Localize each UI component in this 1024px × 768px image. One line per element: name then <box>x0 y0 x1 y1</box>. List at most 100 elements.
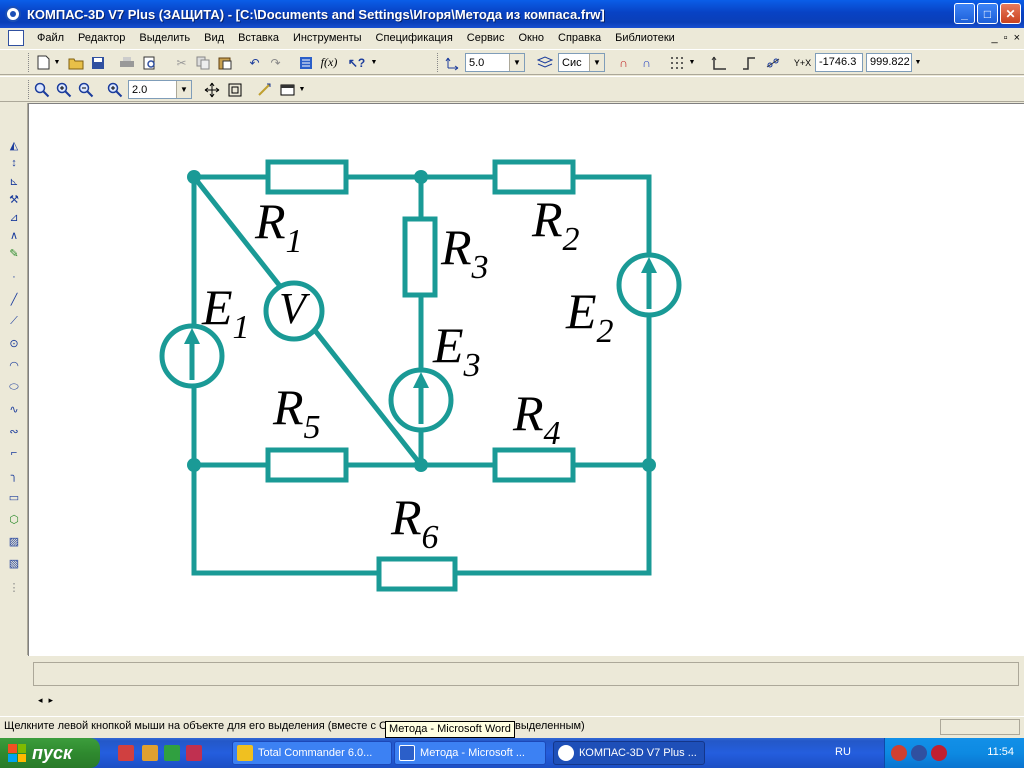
more-tools-icon[interactable]: ⋮ <box>8 581 20 594</box>
zoom-combo[interactable]: 2.0 ▼ <box>128 80 192 99</box>
redo-icon[interactable]: ↷ <box>270 55 281 70</box>
pan-icon[interactable] <box>203 81 220 98</box>
menu-select[interactable]: Выделить <box>139 32 191 44</box>
zoom-frame-icon[interactable] <box>33 81 50 98</box>
geometry-icon[interactable]: ◭ <box>9 139 19 152</box>
style-combo[interactable]: Сис ▼ <box>558 53 605 72</box>
new-document-icon[interactable] <box>35 54 52 71</box>
layers-dropdown-icon[interactable]: ▼ <box>298 86 306 93</box>
help-dropdown-icon[interactable]: ▼ <box>370 59 378 66</box>
toolbar-grip[interactable] <box>28 80 31 99</box>
node[interactable] <box>414 170 428 184</box>
zoom-out-icon[interactable] <box>77 81 94 98</box>
node[interactable] <box>187 458 201 472</box>
chevron-down-icon[interactable]: ▼ <box>509 54 524 71</box>
language-indicator[interactable]: RU <box>835 746 851 758</box>
task-total-commander[interactable]: Total Commander 6.0... <box>232 741 392 765</box>
open-folder-icon[interactable] <box>67 54 84 71</box>
measure-icon[interactable]: ∧ <box>9 229 19 242</box>
tray-antivirus-icon[interactable] <box>931 745 947 761</box>
menu-view[interactable]: Вид <box>204 32 225 44</box>
formula-button[interactable]: f(x) <box>320 55 338 69</box>
step-icon[interactable] <box>444 54 461 71</box>
mdi-close-button[interactable]: × <box>1013 32 1020 44</box>
toolbar-grip[interactable] <box>437 53 440 72</box>
point-icon[interactable]: · <box>12 271 16 283</box>
menu-libraries[interactable]: Библиотеки <box>615 32 675 44</box>
save-icon[interactable] <box>89 54 106 71</box>
paste-icon[interactable] <box>216 54 233 71</box>
bezier-icon[interactable]: ∾ <box>9 425 19 438</box>
node[interactable] <box>187 170 201 184</box>
quicklaunch-icon[interactable] <box>118 745 134 761</box>
grid-dropdown-icon[interactable]: ▼ <box>688 59 696 66</box>
menu-tools[interactable]: Инструменты <box>292 32 362 44</box>
variables-icon[interactable] <box>297 54 314 71</box>
tray-network-icon[interactable] <box>911 745 927 761</box>
new-dropdown-icon[interactable]: ▼ <box>53 59 61 66</box>
refresh-icon[interactable] <box>256 81 273 98</box>
drawing-canvas[interactable]: R1 R2 R3 R4 R5 R6 E1 E2 E3 V <box>28 103 1024 656</box>
chamfer-icon[interactable]: ⌐ <box>10 447 18 459</box>
menu-window[interactable]: Окно <box>518 32 545 44</box>
voltmeter[interactable] <box>263 280 325 342</box>
task-word-document[interactable]: Метода - Microsoft ... <box>394 741 546 765</box>
close-button[interactable]: ✕ <box>1000 3 1021 24</box>
fillet-icon[interactable]: ╮ <box>10 469 18 482</box>
mdi-restore-button[interactable]: ▫ <box>1003 32 1008 44</box>
snap-points-icon[interactable] <box>764 54 781 71</box>
grid-icon[interactable] <box>668 54 685 71</box>
print-preview-icon[interactable] <box>141 54 158 71</box>
coords-dropdown-icon[interactable]: ▼ <box>914 59 922 66</box>
step-combo[interactable]: 5.0 ▼ <box>465 53 525 72</box>
dimensions-icon[interactable]: ↕ <box>11 157 17 169</box>
magnet-local-icon[interactable]: ∩ <box>642 55 651 70</box>
polygon-icon[interactable]: ⬡ <box>9 513 19 526</box>
resistor-r2[interactable] <box>492 159 576 195</box>
menu-service[interactable]: Сервис <box>466 32 505 44</box>
magnet-snap-icon[interactable]: ∩ <box>619 55 628 70</box>
resistor-r1[interactable] <box>265 159 349 195</box>
undo-icon[interactable]: ↶ <box>249 55 260 70</box>
maximize-button[interactable]: □ <box>977 3 998 24</box>
coord-y-field[interactable]: 999.822 <box>866 53 912 72</box>
rectangle-icon[interactable]: ▭ <box>8 491 20 504</box>
circle-icon[interactable]: ⊙ <box>9 337 19 350</box>
toolbar-grip[interactable] <box>28 53 31 72</box>
hatch-icon[interactable]: ▨ <box>8 535 20 548</box>
start-button[interactable]: пуск <box>0 738 100 768</box>
quicklaunch-icon[interactable] <box>186 745 202 761</box>
resistor-r4[interactable] <box>492 447 576 483</box>
layer-style-icon[interactable] <box>536 54 553 71</box>
select-icon[interactable]: ✎ <box>9 247 19 260</box>
layers-icon[interactable] <box>279 81 296 98</box>
document-icon[interactable] <box>8 30 24 46</box>
menu-file[interactable]: Файл <box>37 32 65 44</box>
tray-arrow-icon[interactable] <box>891 745 907 761</box>
properties-strip[interactable] <box>33 662 1019 686</box>
ellipse-icon[interactable]: ⬭ <box>9 380 19 393</box>
chevron-down-icon[interactable]: ▼ <box>176 81 191 98</box>
arc-icon[interactable]: ◠ <box>9 359 19 372</box>
quicklaunch-icon[interactable] <box>164 745 180 761</box>
contour-icon[interactable]: ▧ <box>8 557 20 570</box>
coord-x-field[interactable]: -1746.3 <box>815 53 863 72</box>
minimize-button[interactable]: _ <box>954 3 975 24</box>
menu-insert[interactable]: Вставка <box>238 32 279 44</box>
node[interactable] <box>642 458 656 472</box>
quicklaunch-icon[interactable] <box>142 745 158 761</box>
context-help-icon[interactable]: ↖? <box>347 55 366 70</box>
cut-icon[interactable]: ✂ <box>176 55 187 70</box>
copy-icon[interactable] <box>194 54 211 71</box>
spline-icon[interactable]: ∿ <box>9 403 19 416</box>
symbols-icon[interactable]: ⊾ <box>9 175 19 188</box>
node[interactable] <box>414 458 428 472</box>
mdi-minimize-button[interactable]: _ <box>991 32 998 44</box>
segment-icon[interactable]: ⟋ <box>10 314 18 327</box>
parametrization-icon[interactable]: ⊿ <box>9 211 19 224</box>
menu-editor[interactable]: Редактор <box>78 32 126 44</box>
resistor-r5[interactable] <box>265 447 349 483</box>
resistor-r3[interactable] <box>402 216 438 298</box>
auxiliary-line-icon[interactable]: ╱ <box>10 293 18 306</box>
show-all-icon[interactable] <box>226 81 243 98</box>
